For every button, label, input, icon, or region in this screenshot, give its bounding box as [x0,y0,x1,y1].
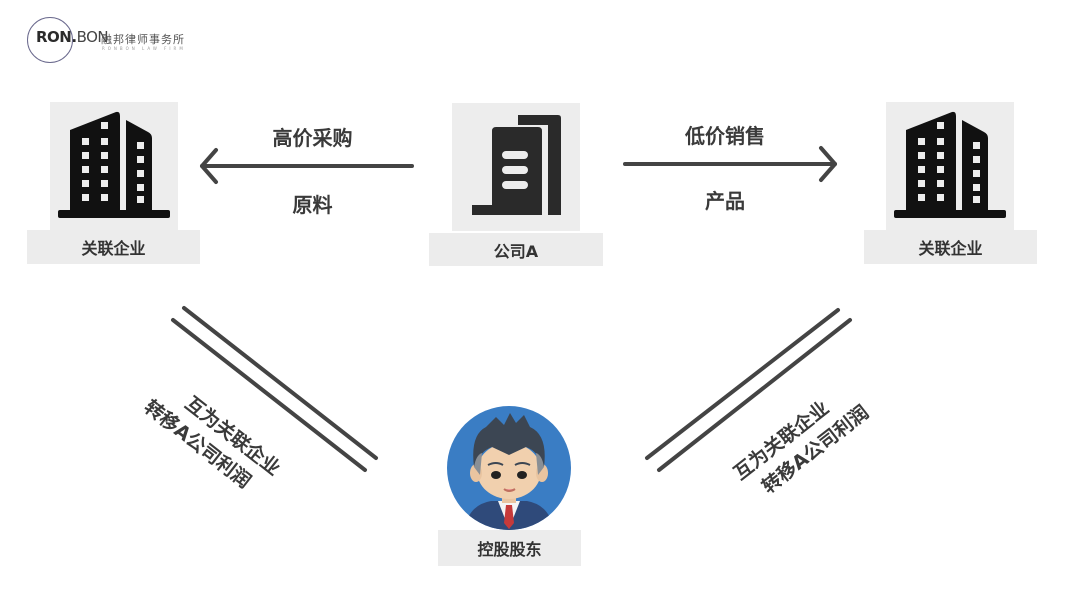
edge-right-top-text: 低价销售 [685,124,765,148]
firm-name-en: RONBON LAW FIRM [102,46,186,51]
logo-left: RON. [36,28,77,46]
bottom-node-label: 控股股东 [438,530,581,566]
arrow-left-head [200,148,218,184]
center-node-label: 公司A [429,233,603,266]
left-node-label: 关联企业 [27,230,200,264]
shareholder-avatar [447,406,571,530]
logo-circle [27,17,73,63]
right-node-panel [886,102,1014,230]
double-line-right-b [657,318,852,472]
logo-wordmark: RON.BON [36,28,109,46]
edge-left-bottom-text: 原料 [292,193,333,217]
building-icon [894,111,1006,218]
logo-right: BON [76,28,109,46]
double-line-left-b [171,318,367,472]
double-line-left-a [182,306,378,460]
double-line-right-a [645,308,840,460]
left-node-panel [50,102,178,230]
right-node-label: 关联企业 [864,230,1037,264]
edge-right-bottom-text: 产品 [705,189,745,213]
center-node-panel [452,103,580,231]
building-icon [58,111,170,218]
arrow-right-head [819,146,837,182]
edge-left-top-text: 高价采购 [272,126,353,150]
firm-name-cn: 融邦律师事务所 [101,33,185,46]
office-icon [472,115,561,215]
